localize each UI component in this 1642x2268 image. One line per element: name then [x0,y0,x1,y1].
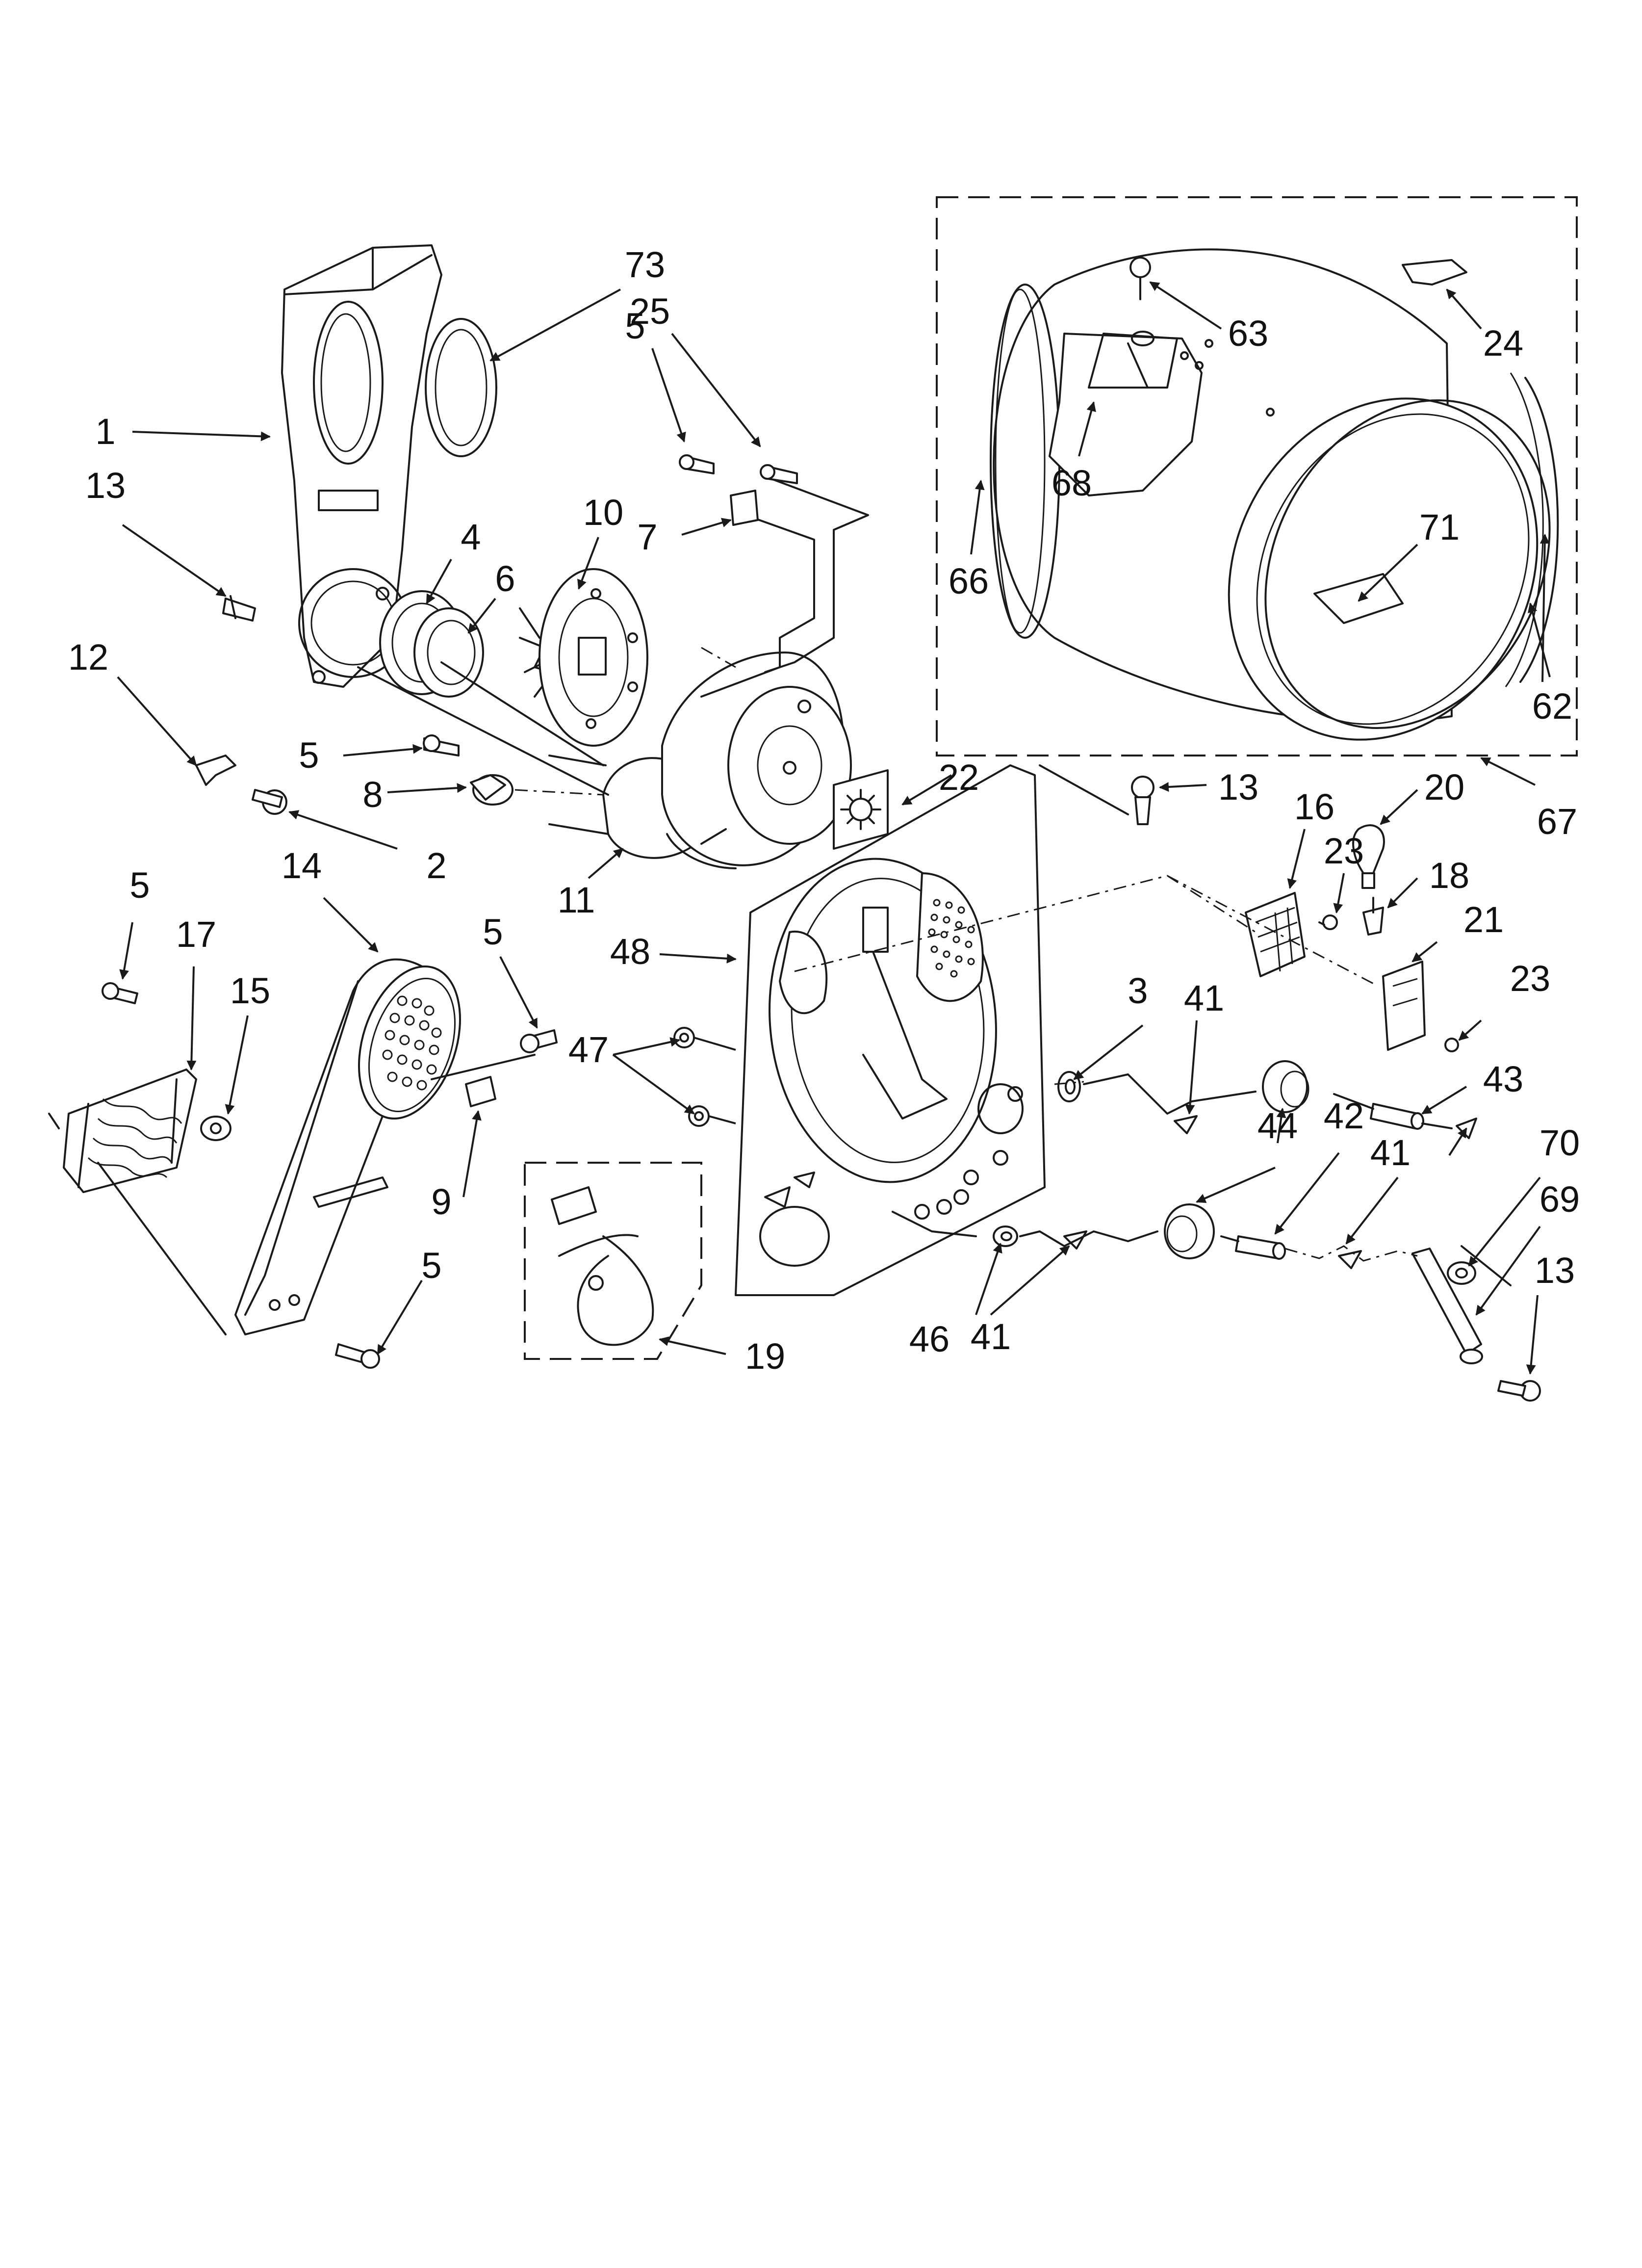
callout-71: 71 [1419,507,1460,547]
callout-44: 44 [1257,1105,1298,1146]
front-panel-screw [1131,776,1155,825]
retaining-clip-lower-right [1338,1250,1362,1269]
drum-lamp-bulb [1352,824,1385,889]
callout-13-left: 13 [85,465,126,506]
idler-washer [1447,1261,1476,1285]
callout-68: 68 [1052,463,1092,503]
high-limit-thermostat [200,1116,231,1141]
retaining-clip-upper [1174,1115,1198,1134]
callout-5-mid: 5 [299,735,319,776]
heater-duct [234,958,461,1335]
rear-screw [222,595,256,622]
callout-15: 15 [230,970,270,1011]
thermostat [423,734,513,806]
element-screw [102,982,138,1004]
bracket-screw-lower [1497,1380,1541,1402]
callout-63: 63 [1228,313,1268,354]
callout-21: 21 [1463,899,1504,940]
callout-5-top: 5 [625,306,645,346]
front-bulkhead [735,764,1046,1296]
drive-belt-path [700,477,869,698]
callout-9: 9 [431,1181,451,1222]
callout-2: 2 [426,845,446,886]
callout-1: 1 [95,411,115,452]
callout-23-lower: 23 [1510,958,1550,999]
callout-67: 67 [1537,801,1577,842]
bracket-screw [1444,1038,1459,1052]
callout-5-duct: 5 [483,912,503,952]
callout-5-bottom: 5 [421,1245,441,1286]
bearing-ring [413,607,484,698]
drum-holes [1180,339,1275,417]
idler-bracket [1411,1248,1483,1364]
callout-41-upper: 41 [1184,978,1224,1018]
callout-41-right: 41 [1370,1132,1411,1173]
callout-7: 7 [637,517,657,557]
drive-motor [548,652,852,869]
switch-screw [1318,914,1338,930]
callout-47: 47 [568,1029,609,1070]
roller-axle-upper [1333,1093,1453,1130]
callout-43: 43 [1483,1059,1523,1099]
callout-17: 17 [176,914,216,955]
callout-13-mid: 13 [1218,767,1258,808]
lamp-socket [1362,897,1384,936]
roller-washer-lower [993,1225,1018,1247]
callout-3: 3 [1128,970,1148,1011]
callout-25: 25 [630,291,670,332]
callout-20: 20 [1424,767,1464,808]
callout-14: 14 [282,845,322,886]
callout-22: 22 [939,757,979,798]
assembly-lines [48,647,1512,1335]
lint-screen-grid [928,899,975,978]
drum-roller-upper [1262,1060,1309,1113]
leader-arrows [117,281,1551,1375]
idler-screws [679,454,798,526]
callout-19: 19 [745,1336,785,1377]
lamp-symbol-box [833,769,889,850]
callout-6: 6 [495,558,515,599]
callout-11: 11 [558,880,595,920]
callout-73: 73 [625,244,665,285]
lamp-bracket [1382,961,1426,1051]
callout-24: 24 [1483,323,1523,364]
callout-labels: 73 25 5 1 13 10 7 4 6 12 5 8 2 11 22 63 … [68,244,1580,1377]
door-switch [1245,892,1306,977]
blower-wheel [519,568,648,747]
drum-assembly-group [936,196,1578,756]
callout-70: 70 [1539,1122,1580,1163]
callout-62: 62 [1532,686,1572,727]
callout-5-heater: 5 [129,865,150,906]
callout-41-lower: 41 [971,1316,1011,1357]
callout-69: 69 [1539,1179,1580,1220]
wire-harness-kit [524,1162,702,1360]
callout-48: 48 [610,931,650,972]
callout-23-upper: 23 [1324,831,1364,871]
drum-clip-part [1402,259,1467,286]
thermistor [465,1029,558,1107]
callout-12: 12 [68,637,108,678]
bracket-clip [195,755,236,786]
drum-roller-lower [1164,1203,1215,1259]
callout-4: 4 [461,517,481,557]
panel-nuts [673,1027,736,1127]
seal-gasket [425,318,497,457]
drum-shell [990,248,1559,741]
callout-42: 42 [1324,1095,1364,1136]
callout-46: 46 [909,1319,949,1359]
duct-screw-lower [335,1343,380,1369]
callout-13-right: 13 [1535,1250,1575,1291]
callout-18: 18 [1429,855,1469,896]
thermal-fuse-screw [252,789,287,815]
heating-element [63,1069,197,1193]
callout-66: 66 [949,561,989,601]
callout-16: 16 [1294,786,1334,827]
drum-assembly-boundary [936,196,1578,756]
callout-8: 8 [362,774,383,815]
roller-axle-lower [1220,1235,1286,1260]
drum-bolt [1129,257,1155,346]
callout-10: 10 [583,492,623,533]
